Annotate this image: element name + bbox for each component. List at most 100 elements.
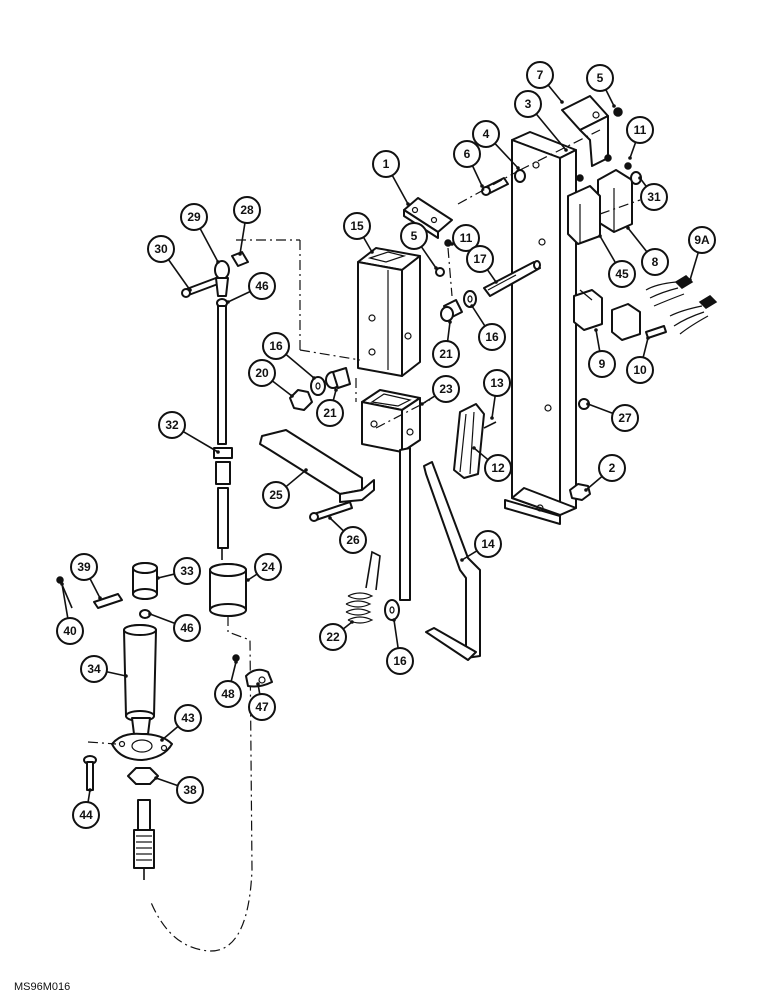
callout-arrowhead (188, 288, 192, 292)
callout-number: 30 (154, 242, 168, 256)
callout-number: 14 (481, 537, 495, 551)
switch-9-left (573, 289, 603, 331)
spring-22 (345, 550, 381, 624)
callout-arrowhead (584, 488, 588, 492)
callout-circle (262, 481, 290, 509)
callout-leader (420, 246, 437, 269)
callout-arrowhead (564, 148, 568, 152)
callout-number: 21 (323, 406, 337, 420)
callout-number: 12 (491, 461, 505, 475)
callout-arrowhead (312, 376, 316, 380)
flange-43 (111, 732, 173, 761)
callout-number: 9A (694, 233, 710, 247)
callout-circle (608, 260, 636, 288)
callout-number: 39 (77, 560, 91, 574)
callout-40: 40 (56, 582, 84, 645)
callout-leader (89, 578, 101, 599)
callout-arrowhead (434, 266, 438, 270)
callout-leader (471, 305, 486, 327)
callout-arrowhead (226, 300, 230, 304)
callout-46: 46 (226, 272, 276, 304)
nut-20 (289, 389, 313, 411)
pin-39 (93, 593, 123, 609)
callout-arrowhead (612, 104, 616, 108)
callout-21: 21 (316, 388, 344, 427)
shaft-17 (483, 260, 541, 297)
callout-arrowhead (494, 280, 498, 284)
callout-13: 13 (483, 369, 511, 420)
sleeve-34 (123, 624, 157, 735)
callout-leader (167, 259, 191, 291)
callout-number: 47 (255, 700, 269, 714)
callout-circle (688, 226, 716, 254)
callout-number: 5 (411, 229, 418, 243)
callout-arrowhead (490, 416, 494, 420)
pedal-arm-14 (423, 461, 481, 661)
callout-8: 8 (626, 226, 669, 276)
callout-circle (262, 332, 290, 360)
callout-arrowhead (688, 278, 692, 282)
washer-16-mid (310, 376, 326, 396)
callout-leader (471, 165, 483, 187)
callout-45: 45 (598, 234, 636, 288)
callout-leader (230, 661, 237, 682)
callout-leader (227, 290, 251, 303)
screw-44 (83, 755, 97, 791)
callout-number: 32 (165, 418, 179, 432)
callout-leader (149, 613, 176, 625)
callout-circle (474, 530, 502, 558)
callout-10: 10 (626, 336, 654, 384)
callout-20: 20 (248, 359, 294, 398)
mounting-bracket (504, 131, 577, 525)
callout-number: 26 (346, 533, 360, 547)
callout-circle (484, 454, 512, 482)
callout-circle (158, 411, 186, 439)
callout-circle (452, 224, 480, 252)
callout-4: 4 (472, 120, 520, 170)
callout-23: 23 (420, 375, 460, 406)
callout-number: 43 (181, 711, 195, 725)
callout-30: 30 (147, 235, 192, 292)
callout-circle (472, 120, 500, 148)
callout-arrowhead (516, 166, 520, 170)
callout-leader (87, 789, 91, 803)
callout-leader (547, 84, 563, 103)
callout-arrowhead (392, 618, 396, 622)
callout-21: 21 (432, 320, 460, 368)
callout-arrowhead (216, 260, 220, 264)
callout-number: 45 (615, 267, 629, 281)
callout-29: 29 (180, 203, 220, 264)
callout-number: 15 (350, 219, 364, 233)
callout-circle (174, 704, 202, 732)
callout-number: 4 (483, 127, 490, 141)
callout-leader (391, 175, 409, 205)
callout-arrowhead (586, 402, 590, 406)
callout-27: 27 (586, 402, 639, 432)
rod-end-29 (214, 260, 230, 297)
nut-38 (127, 767, 159, 785)
callout-leader (486, 269, 497, 283)
callout-arrowhead (238, 252, 242, 256)
callout-circle (214, 680, 242, 708)
callout-arrowhead (598, 234, 602, 238)
cable-sheath (149, 616, 253, 952)
washer-16-lower (384, 599, 400, 621)
callout-number: 16 (393, 654, 407, 668)
callout-38: 38 (154, 776, 204, 804)
callout-leader (285, 469, 307, 488)
callout-circle (611, 404, 639, 432)
callout-number: 7 (537, 68, 544, 82)
callout-leader (247, 573, 258, 581)
callout-circle (180, 203, 208, 231)
callout-number: 44 (79, 808, 93, 822)
callout-arrowhead (234, 660, 238, 664)
callout-circle (386, 647, 414, 675)
callout-leader (642, 337, 649, 358)
callout-circle (626, 116, 654, 144)
callout-2: 2 (584, 454, 626, 492)
callout-6: 6 (453, 140, 484, 188)
clamp-block (567, 169, 633, 245)
callout-circle (432, 375, 460, 403)
callout-number: 1 (383, 157, 390, 171)
